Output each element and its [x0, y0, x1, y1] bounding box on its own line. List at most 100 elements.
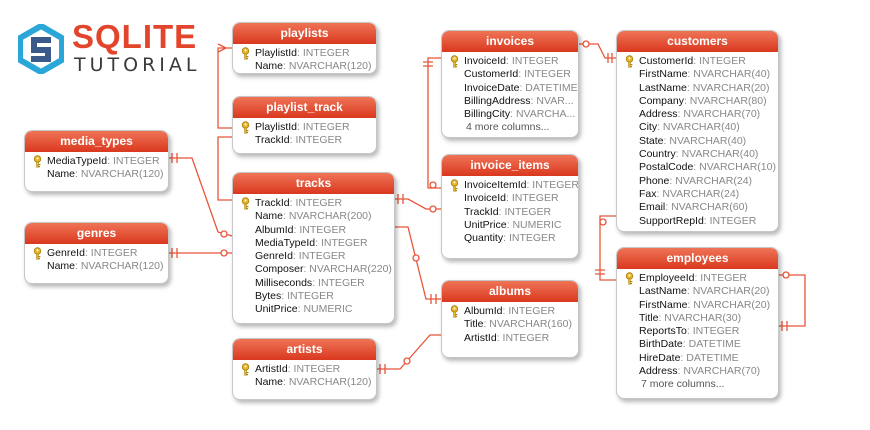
column-row[interactable]: EmployeeId: INTEGER	[617, 272, 778, 285]
column-row[interactable]: ArtistId: INTEGER	[442, 332, 578, 345]
column-row[interactable]: Name: NVARCHAR(120)	[25, 168, 168, 181]
column-row[interactable]: GenreId: INTEGER	[233, 250, 394, 263]
table-header[interactable]: invoices	[442, 31, 578, 52]
column-row[interactable]: UnitPrice: NUMERIC	[442, 219, 578, 232]
column-row[interactable]: PostalCode: NVARCHAR(10)	[617, 161, 778, 174]
column-row[interactable]: Composer: NVARCHAR(220)	[233, 263, 394, 276]
column-row[interactable]: MediaTypeId: INTEGER	[25, 155, 168, 168]
primary-key-icon	[624, 272, 635, 285]
column-row[interactable]: Bytes: INTEGER	[233, 290, 394, 303]
column-row[interactable]: PlaylistId: INTEGER	[233, 47, 376, 60]
table-header[interactable]: playlist_track	[233, 97, 376, 118]
table-header[interactable]: tracks	[233, 173, 394, 194]
column-name: Fax	[639, 187, 657, 200]
column-row[interactable]: ReportsTo: INTEGER	[617, 325, 778, 338]
column-row[interactable]: PlaylistId: INTEGER	[233, 121, 376, 134]
column-row[interactable]: Name: NVARCHAR(200)	[233, 210, 394, 223]
column-row[interactable]: Fax: NVARCHAR(24)	[617, 188, 778, 201]
column-row[interactable]: CustomerId: INTEGER	[617, 55, 778, 68]
column-row[interactable]: SupportRepId: INTEGER	[617, 215, 778, 228]
column-row[interactable]: BirthDate: DATETIME	[617, 338, 778, 351]
column-row[interactable]: Milliseconds: INTEGER	[233, 277, 394, 290]
column-row[interactable]: Name: NVARCHAR(120)	[25, 260, 168, 273]
column-row[interactable]: LastName: NVARCHAR(20)	[617, 285, 778, 298]
table-header[interactable]: media_types	[25, 131, 168, 152]
column-row[interactable]: AlbumId: INTEGER	[233, 224, 394, 237]
column-row[interactable]: CustomerId: INTEGER	[442, 68, 578, 81]
more-columns-link[interactable]: 7 more columns...	[641, 378, 725, 391]
column-type: : INTEGER	[292, 250, 346, 263]
column-row[interactable]: Title: NVARCHAR(160)	[442, 318, 578, 331]
more-columns-link[interactable]: 4 more columns...	[466, 121, 550, 134]
column-row[interactable]: LastName: NVARCHAR(20)	[617, 82, 778, 95]
column-row[interactable]: FirstName: NVARCHAR(40)	[617, 68, 778, 81]
column-name: CustomerId	[464, 68, 519, 81]
column-row[interactable]: Name: NVARCHAR(120)	[233, 60, 376, 73]
column-row[interactable]: Address: NVARCHAR(70)	[617, 108, 778, 121]
column-row[interactable]: Email: NVARCHAR(60)	[617, 201, 778, 214]
column-row[interactable]: InvoiceId: INTEGER	[442, 55, 578, 68]
column-row[interactable]: State: NVARCHAR(40)	[617, 135, 778, 148]
column-name: State	[639, 134, 664, 147]
column-name: Name	[255, 210, 284, 223]
primary-key-icon	[449, 179, 460, 192]
column-name: InvoiceId	[464, 55, 507, 67]
column-row[interactable]: MediaTypeId: INTEGER	[233, 237, 394, 250]
column-row[interactable]: Address: NVARCHAR(70)	[617, 365, 778, 378]
column-row[interactable]: ArtistId: INTEGER	[233, 363, 376, 376]
column-row[interactable]: InvoiceId: INTEGER	[442, 192, 578, 205]
column-type: : NVARCHAR(120)	[283, 60, 372, 73]
column-row[interactable]: InvoiceDate: DATETIME	[442, 82, 578, 95]
table-header[interactable]: genres	[25, 223, 168, 244]
column-row[interactable]: BillingAddress: NVAR...	[442, 95, 578, 108]
column-name: Country	[639, 148, 676, 161]
table-header[interactable]: invoice_items	[442, 155, 578, 176]
column-name: InvoiceId	[464, 192, 507, 205]
column-row[interactable]: Country: NVARCHAR(40)	[617, 148, 778, 161]
column-name: MediaTypeId	[47, 155, 108, 167]
column-name: BirthDate	[639, 338, 683, 351]
sqlite-tutorial-logo: SQLITE TUTORIAL	[18, 18, 198, 78]
column-row[interactable]: BillingCity: NVARCHA...	[442, 108, 578, 121]
column-name: Composer	[255, 263, 304, 276]
column-row[interactable]: Company: NVARCHAR(80)	[617, 95, 778, 108]
table-header[interactable]: customers	[617, 31, 778, 52]
table-header[interactable]: playlists	[233, 23, 376, 44]
column-row[interactable]: Quantity: INTEGER	[442, 232, 578, 245]
column-row[interactable]: Title: NVARCHAR(30)	[617, 312, 778, 325]
column-row[interactable]: Phone: NVARCHAR(24)	[617, 175, 778, 188]
column-type: : NVARCHAR(10)	[693, 161, 776, 174]
column-row[interactable]: TrackId: INTEGER	[233, 134, 376, 147]
table-header[interactable]: artists	[233, 339, 376, 360]
column-type: : INTEGER	[84, 247, 138, 259]
link-invoices-customers	[577, 43, 616, 59]
column-row[interactable]: FirstName: NVARCHAR(20)	[617, 299, 778, 312]
column-row[interactable]: TrackId: INTEGER	[442, 206, 578, 219]
column-row[interactable]: TrackId: INTEGER	[233, 197, 394, 210]
column-row[interactable]: Name: NVARCHAR(120)	[233, 376, 376, 389]
column-type: : INTEGER	[693, 55, 746, 67]
column-row[interactable]: AlbumId: INTEGER	[442, 305, 578, 318]
primary-key-icon	[449, 55, 460, 68]
link-tracks-albums	[393, 226, 441, 300]
column-row[interactable]: City: NVARCHAR(40)	[617, 121, 778, 134]
column-row[interactable]: GenreId: INTEGER	[25, 247, 168, 260]
table-header[interactable]: albums	[442, 281, 578, 302]
column-row[interactable]: UnitPrice: NUMERIC	[233, 303, 394, 316]
column-row[interactable]: InvoiceItemId: INTEGER	[442, 179, 578, 192]
column-row[interactable]: HireDate: DATETIME	[617, 352, 778, 365]
column-type: : NVARCHAR(120)	[283, 376, 372, 389]
column-name: ArtistId	[464, 331, 497, 344]
table-header[interactable]: employees	[617, 248, 778, 269]
